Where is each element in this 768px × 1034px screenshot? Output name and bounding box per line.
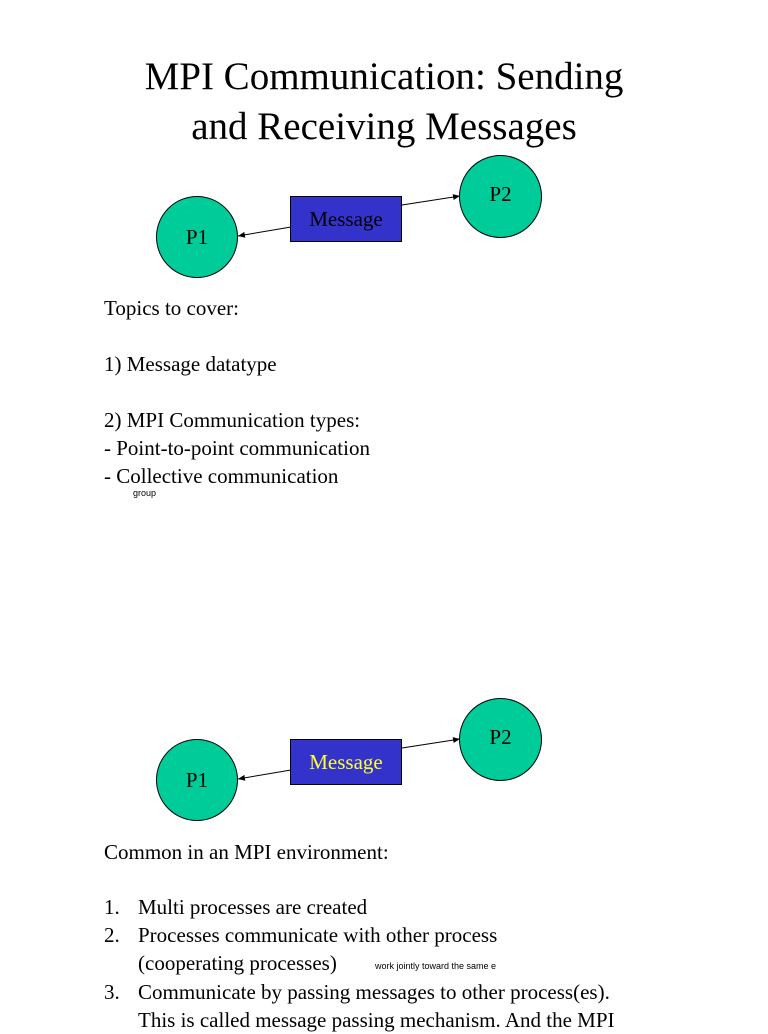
list-item-number: 3. xyxy=(104,980,120,1004)
slide-title: MPI Communication: Sending and Receiving… xyxy=(0,52,768,152)
list-item-number: 1. xyxy=(104,895,120,919)
slide-title-line1: MPI Communication: Sending xyxy=(144,55,624,98)
environment-heading: Common in an MPI environment: xyxy=(104,840,389,864)
list-item: (cooperating processes) xyxy=(104,949,337,977)
topics-heading: Topics to cover: xyxy=(104,296,239,320)
list-item-text: Multi processes are created xyxy=(138,895,368,919)
message-label-2: Message xyxy=(309,749,383,774)
list-item-text: This is called message passing mechanism… xyxy=(138,1008,615,1032)
list-item-text: (cooperating processes) xyxy=(138,951,337,975)
list-item: 3. Communicate by passing messages to oth… xyxy=(104,978,610,1006)
list-item: This is called message passing mechanism… xyxy=(104,1006,615,1034)
arrow-message-to-p1 xyxy=(237,226,292,238)
slide-title-line2: and Receiving Messages xyxy=(191,105,577,148)
process-node-p2: P2 xyxy=(459,155,542,238)
note-group: group xyxy=(133,488,157,498)
topic-1: 1) Message datatype xyxy=(104,352,277,376)
list-item-text: Communicate by passing messages to other… xyxy=(138,980,610,1004)
process-label-p1: P1 xyxy=(185,224,209,249)
arrow2-message-to-p1 xyxy=(237,769,292,781)
arrow2-message-to-p2 xyxy=(401,737,461,749)
message-box-2: Message xyxy=(290,739,402,785)
process-label-p2-2: P2 xyxy=(489,725,512,749)
arrow-message-to-p2 xyxy=(401,194,461,206)
list-item: 2. Processes communicate with other proce… xyxy=(104,921,497,949)
message-box: Message xyxy=(290,196,402,242)
topic-2: 2) MPI Communication types: xyxy=(104,408,361,432)
note-jointly: work jointly toward the same e xyxy=(375,961,497,971)
list-item: 1. Multi processes are created xyxy=(104,893,367,921)
process-node-p2-2: P2 xyxy=(459,698,542,781)
process-label-p2: P2 xyxy=(489,182,512,206)
topic-2b: - Collective communication xyxy=(104,464,339,488)
process-node-p1-2: P1 xyxy=(156,739,238,821)
topic-2a: - Point-to-point communication xyxy=(104,436,370,460)
process-label-p1-2: P1 xyxy=(185,767,209,792)
list-item-number: 2. xyxy=(104,923,120,947)
list-item-text: Processes communicate with other process xyxy=(138,923,498,947)
process-node-p1: P1 xyxy=(156,196,238,278)
message-label: Message xyxy=(309,206,383,231)
